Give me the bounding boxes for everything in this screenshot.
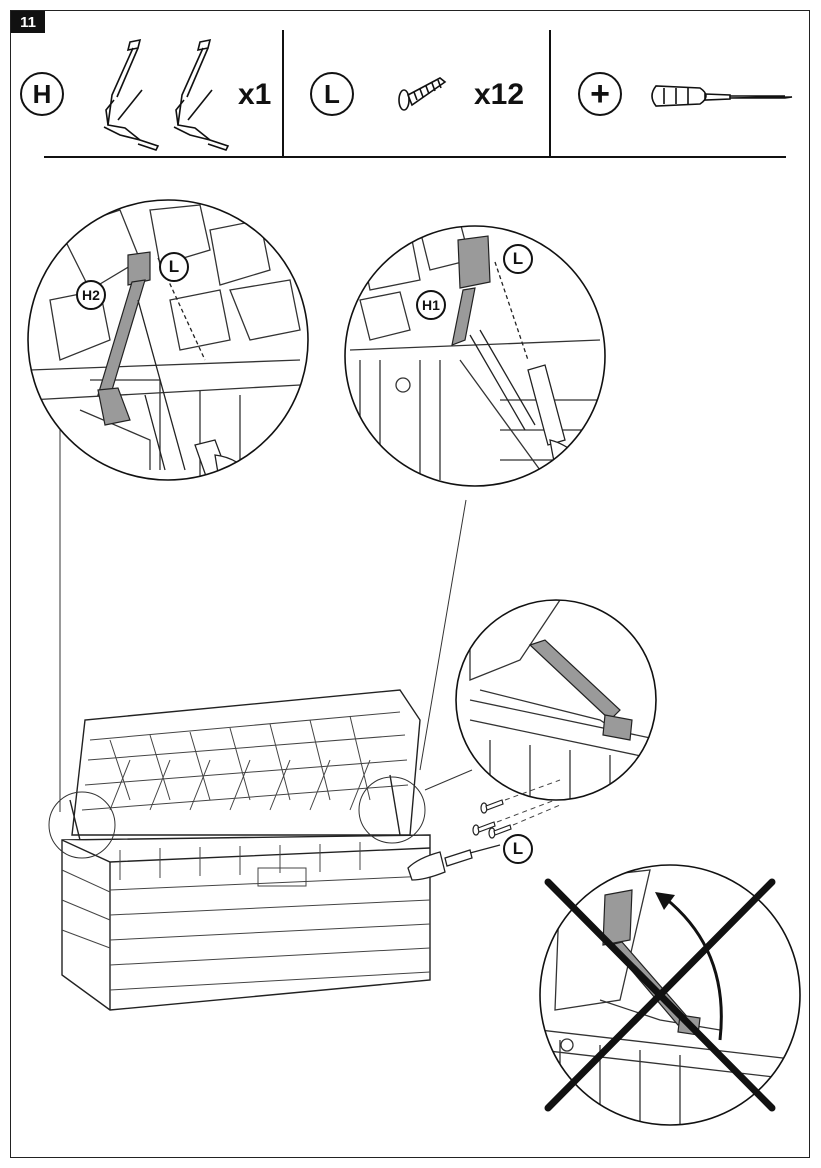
callout-screw-l-right: L	[503, 244, 533, 274]
detail-circle-right	[345, 226, 605, 486]
header-divider	[282, 30, 284, 156]
callout-screw-l-left: L	[159, 252, 189, 282]
part-letter-h: H	[20, 72, 64, 116]
part-quantity-h: x1	[238, 78, 272, 111]
gas-strut-hinge-icon	[103, 38, 230, 151]
part-letter-l: L	[310, 72, 354, 116]
cross-out-icon	[544, 878, 776, 1112]
step-number-badge: 11	[11, 11, 45, 33]
detail-circle-left	[28, 200, 308, 480]
parts-header: H x1 L	[0, 0, 821, 170]
part-quantity-l: x12	[474, 78, 525, 111]
header-divider	[549, 30, 551, 156]
callout-part-h1: H1	[416, 290, 446, 320]
tool-symbol-phillips: +	[578, 72, 622, 116]
page-frame	[10, 10, 810, 1158]
phillips-screwdriver-icon	[651, 85, 793, 107]
callout-screw-l-main: L	[503, 834, 533, 864]
screw-icon	[398, 77, 447, 111]
detail-circle-middle	[456, 600, 656, 800]
incorrect-detail-circle	[540, 865, 800, 1125]
storage-box-drawing	[61, 689, 431, 1011]
header-underline	[44, 156, 786, 158]
callout-part-h2: H2	[76, 280, 106, 310]
